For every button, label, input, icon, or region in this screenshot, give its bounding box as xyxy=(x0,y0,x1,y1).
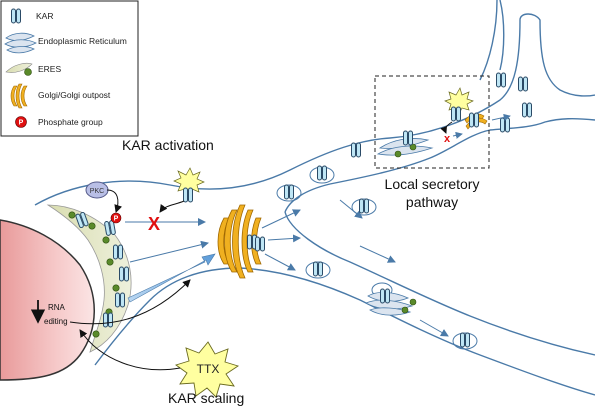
activation-block-x: X xyxy=(148,214,160,234)
golgi-bypass-arrow xyxy=(127,253,216,303)
pkc-group: PKC P xyxy=(85,181,123,224)
neuron-membrane xyxy=(34,0,595,396)
legend-phosphate-icon: P xyxy=(15,116,27,128)
legend-label-eres: ERES xyxy=(38,64,61,74)
local-secretory-box: x Local secretory pathway xyxy=(374,75,511,210)
phosphate-marker-letter: P xyxy=(114,216,119,223)
legend-label-er: Endoplasmic Reticulum xyxy=(38,36,127,46)
ttx-star xyxy=(175,341,240,398)
rna-editing-label-line1: RNA xyxy=(48,303,66,312)
legend-kar-icon xyxy=(11,8,21,24)
lower-outpost xyxy=(365,288,417,316)
kar-scaling-label: KAR scaling xyxy=(168,390,244,406)
nucleus xyxy=(0,219,95,381)
rna-editing-group: RNA editing xyxy=(30,279,191,326)
local-block-x: x xyxy=(444,133,451,145)
local-secretory-label-line1: Local secretory xyxy=(385,176,480,192)
legend-phosphate-letter: P xyxy=(19,120,24,127)
legend-label-kar: KAR xyxy=(36,11,53,21)
kar-activation-group: X KAR activation xyxy=(122,137,214,234)
legend-er-icon xyxy=(4,32,37,54)
legend-label-phosphate: Phosphate group xyxy=(38,117,103,127)
legend-golgi-icon xyxy=(10,83,28,109)
golgi-kars xyxy=(247,234,265,252)
eres-dots xyxy=(68,211,120,338)
er-to-golgi-arrows xyxy=(125,218,209,263)
phosphate-marker xyxy=(110,212,122,224)
pkc-label: PKC xyxy=(90,188,104,195)
kar-activation-label: KAR activation xyxy=(122,137,214,153)
rna-editing-label-line2: editing xyxy=(44,317,68,326)
golgi-apparatus xyxy=(217,204,262,279)
golgi-exit-arrows xyxy=(261,199,449,337)
ttx-group: TTX KAR scaling xyxy=(79,329,244,406)
membrane-kars xyxy=(351,72,532,158)
ttx-label: TTX xyxy=(197,362,220,376)
legend-label-golgi: Golgi/Golgi outpost xyxy=(38,90,111,100)
legend: KAR Endoplasmic Reticulum ERES Golgi/Gol… xyxy=(0,0,139,137)
local-secretory-label-line2: pathway xyxy=(406,194,458,210)
legend-eres-icon xyxy=(5,62,33,76)
